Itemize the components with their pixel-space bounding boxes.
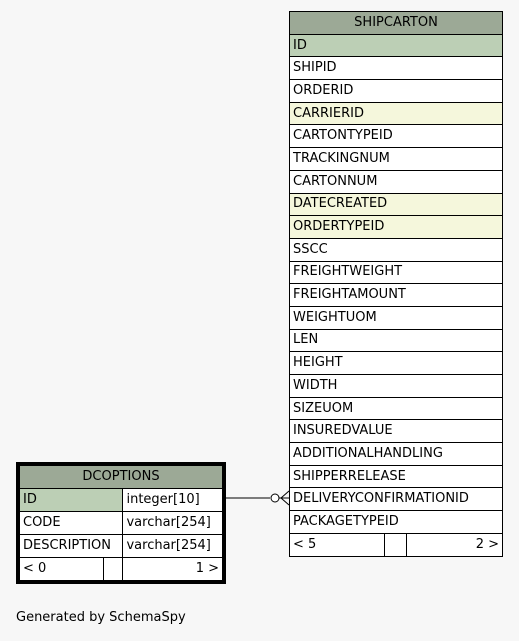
column-name[interactable]: LEN [289, 328, 503, 353]
crow-foot-lower [280, 497, 290, 506]
table-footer-row: < 0 1 > [19, 557, 223, 581]
table-row[interactable]: DATECREATED [289, 192, 503, 217]
footer-child-count: 1 > [122, 557, 223, 581]
column-type: varchar[254] [122, 511, 223, 535]
column-name[interactable]: TRACKINGNUM [289, 147, 503, 171]
column-name[interactable]: CARRIERID [289, 101, 503, 126]
table-row[interactable]: SIZEUOM [289, 396, 503, 421]
column-name[interactable]: CODE [18, 511, 124, 535]
generated-by-label: Generated by SchemaSpy [16, 610, 186, 625]
table-row[interactable]: ID [289, 33, 503, 58]
column-name[interactable]: ORDERTYPEID [289, 215, 503, 239]
column-name[interactable]: DESCRIPTION [18, 534, 124, 558]
column-type: varchar[254] [122, 534, 223, 558]
table-row[interactable]: LEN [289, 328, 503, 353]
optional-circle-marker [270, 493, 280, 503]
column-name[interactable]: SIZEUOM [289, 396, 503, 421]
footer-parent-count: < 5 [288, 532, 386, 557]
footer-child-count: 2 > [406, 532, 503, 557]
footer-spacer [384, 532, 408, 557]
column-name[interactable]: ADDITIONALHANDLING [289, 442, 503, 466]
table-row[interactable]: DELIVERYCONFIRMATIONID [289, 487, 503, 512]
table-row[interactable]: ORDERTYPEID [289, 215, 503, 239]
column-name[interactable]: ID [289, 33, 503, 58]
table-row[interactable]: CARTONNUM [289, 169, 503, 194]
table-row[interactable]: TRACKINGNUM [289, 147, 503, 171]
table-row[interactable]: CARRIERID [289, 101, 503, 126]
table-row[interactable]: PACKAGETYPEID [289, 510, 503, 534]
crow-foot-upper [280, 490, 290, 499]
table-footer-row: < 5 2 > [288, 532, 503, 557]
column-name[interactable]: CARTONNUM [289, 169, 503, 194]
footer-parent-count: < 0 [19, 557, 104, 581]
column-name[interactable]: DATECREATED [289, 192, 503, 217]
footer-spacer [102, 557, 124, 581]
column-name[interactable]: DELIVERYCONFIRMATIONID [289, 487, 503, 512]
column-name[interactable]: PACKAGETYPEID [289, 510, 503, 534]
table-row[interactable]: ADDITIONALHANDLING [289, 442, 503, 466]
column-name[interactable]: SHIPPERRELEASE [289, 464, 503, 489]
table-row[interactable]: SHIPPERRELEASE [289, 464, 503, 489]
